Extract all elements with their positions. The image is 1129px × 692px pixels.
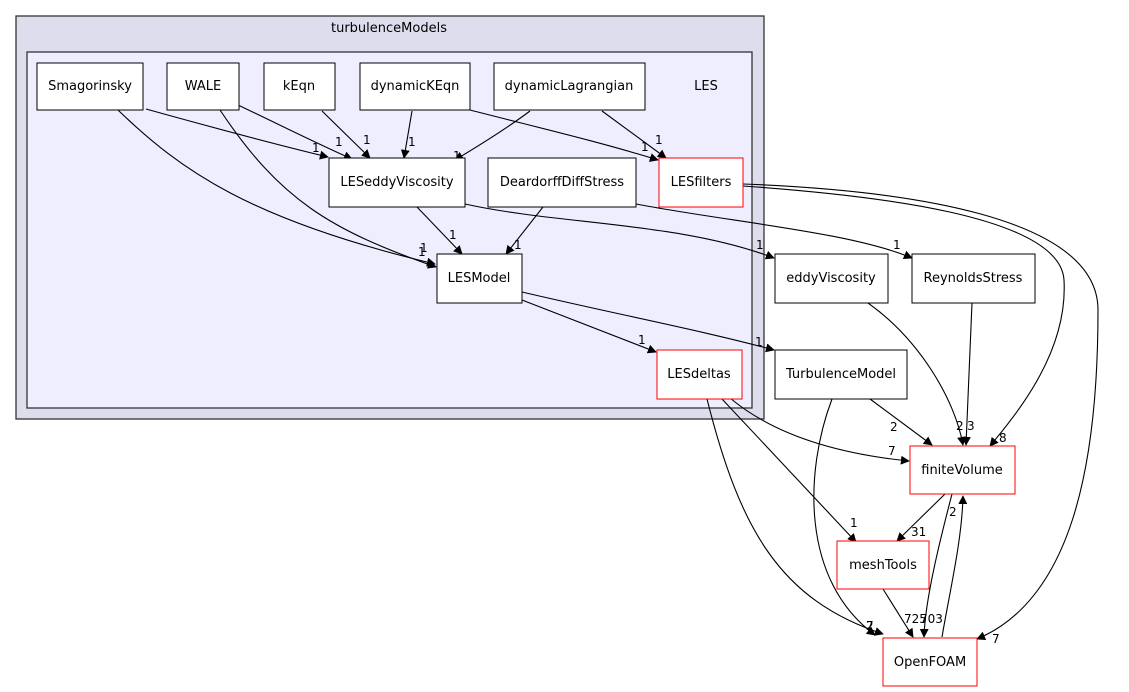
edge-deardorff-reynoldsstress[interactable]: 1 — [635, 203, 913, 260]
edge-count: 3 — [967, 419, 975, 433]
edge-count: 1 — [420, 241, 428, 255]
node-label: TurbulenceModel — [785, 367, 896, 382]
node-label: LESfilters — [671, 175, 732, 190]
edge-lesfilters-openfoam[interactable]: 7 — [742, 183, 1099, 646]
edge-meshtools-openfoam[interactable]: 725 — [882, 588, 927, 638]
edge-count: 1 — [638, 333, 646, 347]
edge-count: 1 — [893, 238, 901, 252]
node-wale[interactable]: WALE — [166, 62, 240, 111]
edge-count: 1 — [641, 140, 649, 154]
edge-count: 2 — [866, 619, 874, 633]
node-finitevolume[interactable]: finiteVolume — [909, 445, 1016, 495]
edge-reynoldsstress-finitevolume[interactable]: 3 — [961, 302, 975, 446]
edge-count: 2 — [949, 505, 957, 519]
edge-count: 8 — [999, 431, 1007, 445]
edge-eddyviscosity-finitevolume[interactable]: 2 — [867, 302, 967, 446]
node-label: ReynoldsStress — [924, 271, 1023, 286]
node-label: LESModel — [448, 271, 511, 286]
edge-leseddyviscosity-eddyviscosity[interactable]: 1 — [464, 203, 775, 260]
edge-keqn-leseddyviscosity[interactable]: 1 — [321, 110, 371, 159]
edge-dynamiclagrangian-leseddyviscosity[interactable]: 1 — [453, 110, 531, 163]
node-meshtools[interactable]: meshTools — [836, 540, 930, 590]
nodes: Smagorinsky WALE kEqn dynamicKEqn dynami… — [36, 62, 1036, 687]
edge-deardorff-lesmodel[interactable]: 1 — [505, 206, 544, 255]
node-label: kEqn — [283, 79, 315, 94]
edge-finitevolume-meshtools[interactable]: 31 — [896, 493, 946, 542]
edge-count: 1 — [514, 238, 522, 252]
cluster-les[interactable]: LES — [26, 51, 753, 409]
edge-count: 1 — [756, 238, 764, 252]
edge-count: 31 — [911, 525, 926, 539]
node-label: dynamicLagrangian — [505, 79, 634, 94]
node-eddyviscosity[interactable]: eddyViscosity — [774, 253, 889, 304]
node-label: eddyViscosity — [786, 271, 876, 286]
edge-count: 1 — [312, 141, 320, 155]
edge-count: 1 — [850, 516, 858, 530]
edge-lesdeltas-finitevolume[interactable]: 7 — [729, 397, 910, 465]
node-lesmodel[interactable]: LESModel — [436, 253, 523, 304]
edge-dynamiclagrangian-lesfilters[interactable]: 1 — [601, 110, 667, 159]
edge-count: 2 — [890, 420, 898, 434]
edge-count: 1 — [418, 245, 426, 259]
node-smagorinsky[interactable]: Smagorinsky — [36, 62, 144, 111]
edge-count: 1 — [449, 228, 457, 242]
node-deardorff[interactable]: DeardorffDiffStress — [487, 157, 637, 208]
node-reynoldsstress[interactable]: ReynoldsStress — [911, 253, 1036, 304]
edge-count: 725 — [904, 612, 927, 626]
edge-count: 1 — [655, 133, 663, 147]
edge-dynamickeqn-leseddyviscosity[interactable]: 1 — [400, 110, 416, 159]
node-label: OpenFOAM — [894, 655, 966, 670]
node-label: DeardorffDiffStress — [500, 175, 624, 190]
node-turbulencemodel[interactable]: TurbulenceModel — [774, 349, 908, 400]
node-dynamickeqn[interactable]: dynamicKEqn — [359, 62, 471, 111]
edge-turbulencemodel-openfoam[interactable]: 7 — [813, 398, 876, 636]
node-lesfilters[interactable]: LESfilters — [658, 157, 744, 208]
edge-wale-lesmodel[interactable]: 1 — [219, 109, 437, 269]
node-label: LESdeltas — [667, 367, 731, 382]
edge-count: 703 — [920, 612, 943, 626]
node-label: WALE — [185, 79, 222, 94]
edge-lesfilters-finitevolume[interactable]: 8 — [742, 185, 1065, 447]
node-label: meshTools — [849, 558, 917, 573]
edge-count: 1 — [363, 133, 371, 147]
edge-count: 7 — [992, 632, 1000, 646]
node-openfoam[interactable]: OpenFOAM — [882, 637, 978, 687]
node-label: Smagorinsky — [48, 79, 132, 94]
edge-count: 1 — [453, 149, 461, 163]
edge-lesdeltas-meshtools[interactable]: 1 — [721, 398, 858, 543]
edge-count: 1 — [755, 335, 763, 349]
edge-count: 7 — [888, 444, 896, 458]
edge-leseddyviscosity-lesmodel[interactable]: 1 — [416, 206, 463, 255]
node-label: LESeddyViscosity — [340, 175, 453, 190]
edge-count: 7 — [866, 619, 874, 633]
edge-dynamickeqn-lesfilters[interactable]: 1 — [469, 109, 659, 162]
node-dynamiclagrangian[interactable]: dynamicLagrangian — [493, 62, 646, 111]
edge-lesdeltas-openfoam[interactable]: 2 — [706, 398, 884, 636]
edges: 1 1 1 1 1 1 1 — [117, 104, 1099, 646]
edge-turbulencemodel-finitevolume[interactable]: 2 — [869, 398, 933, 446]
edge-count: 2 — [956, 419, 964, 433]
edge-count: 1 — [408, 135, 416, 149]
edge-finitevolume-openfoam[interactable]: 703 — [919, 493, 953, 638]
edge-smagorinsky-lesmodel[interactable]: 1 — [117, 109, 436, 267]
node-label: dynamicKEqn — [371, 79, 460, 94]
cluster-label-les: LES — [694, 79, 718, 94]
node-leseddyviscosity[interactable]: LESeddyViscosity — [328, 157, 466, 208]
edge-openfoam-finitevolume[interactable]: 2 — [941, 495, 968, 638]
edge-wale-leseddyviscosity[interactable]: 1 — [237, 104, 353, 160]
node-keqn[interactable]: kEqn — [263, 62, 336, 111]
edge-smagorinsky-leseddyviscosity[interactable]: 1 — [145, 108, 329, 160]
edge-lesmodel-turbulencemodel[interactable]: 1 — [521, 291, 775, 353]
cluster-label-turbulencemodels: turbulenceModels — [331, 21, 447, 36]
node-label: finiteVolume — [921, 463, 1003, 478]
edge-lesmodel-lesdeltas[interactable]: 1 — [521, 299, 657, 354]
node-lesdeltas[interactable]: LESdeltas — [656, 349, 743, 400]
edge-count: 1 — [335, 135, 343, 149]
